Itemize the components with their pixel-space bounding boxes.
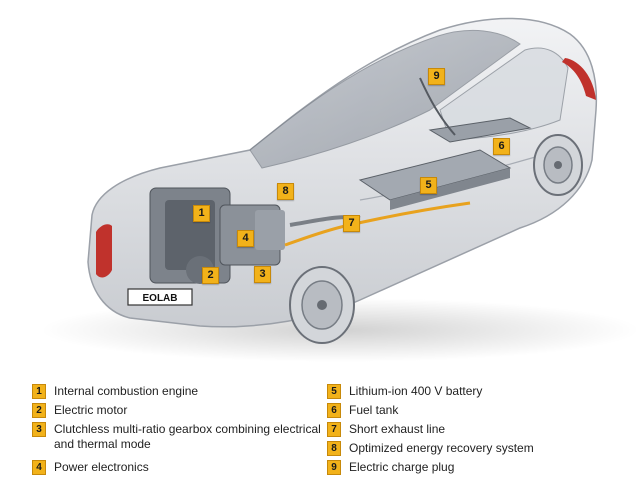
callout-1: 1 — [193, 205, 210, 222]
callout-7: 7 — [343, 215, 360, 232]
callout-5: 5 — [420, 177, 437, 194]
headlight — [96, 224, 112, 278]
legend-item: 1 Internal combustion engine — [32, 384, 198, 399]
front-wheel — [289, 266, 355, 344]
car-cutaway-illustration: EOLAB — [40, 17, 640, 362]
callout-6: 6 — [493, 138, 510, 155]
legend-label: Power electronics — [54, 460, 149, 474]
legend-number: 4 — [32, 460, 46, 475]
legend-number: 2 — [32, 403, 46, 418]
battery-pack — [358, 149, 512, 210]
callout-4: 4 — [237, 230, 254, 247]
windshield — [249, 29, 521, 169]
legend-number: 3 — [32, 422, 46, 437]
legend-item: 5 Lithium-ion 400 V battery — [327, 384, 482, 399]
legend-number: 6 — [327, 403, 341, 418]
legend: 1 Internal combustion engine 2 Electric mo… — [0, 378, 640, 484]
legend-item: 2 Electric motor — [32, 403, 127, 418]
badge-text: EOLAB — [143, 293, 178, 304]
legend-label: Internal combustion engine — [54, 384, 199, 398]
legend-item: 6 Fuel tank — [327, 403, 398, 418]
legend-item: 9 Electric charge plug — [327, 460, 454, 475]
legend-label: Lithium-ion 400 V battery — [349, 384, 483, 398]
legend-label: Short exhaust line — [349, 422, 446, 436]
legend-label: Clutchless multi-ratio gearbox combining… — [54, 422, 321, 451]
legend-number: 7 — [327, 422, 341, 437]
legend-item: 4 Power electronics — [32, 460, 149, 475]
legend-item: 7 Short exhaust line — [327, 422, 445, 437]
legend-item: 8 Optimized energy recovery system — [327, 441, 534, 456]
legend-label: Fuel tank — [349, 403, 399, 417]
legend-number: 9 — [327, 460, 341, 475]
callout-8: 8 — [277, 183, 294, 200]
side-window — [439, 47, 569, 141]
legend-label: Electric charge plug — [349, 460, 455, 474]
callout-3: 3 — [254, 266, 271, 283]
charge-plug-line — [419, 77, 456, 136]
legend-number: 1 — [32, 384, 46, 399]
legend-item: 3 Clutchless multi-ratio gearbox combinin… — [32, 422, 324, 452]
legend-label: Optimized energy recovery system — [349, 441, 534, 455]
legend-number: 8 — [327, 441, 341, 456]
taillight — [562, 58, 596, 100]
legend-label: Electric motor — [54, 403, 128, 417]
fuel-tank — [428, 117, 532, 143]
front-badge: EOLAB — [127, 288, 193, 306]
callout-9: 9 — [428, 68, 445, 85]
legend-number: 5 — [327, 384, 341, 399]
callout-2: 2 — [202, 267, 219, 284]
rear-wheel — [533, 134, 583, 196]
